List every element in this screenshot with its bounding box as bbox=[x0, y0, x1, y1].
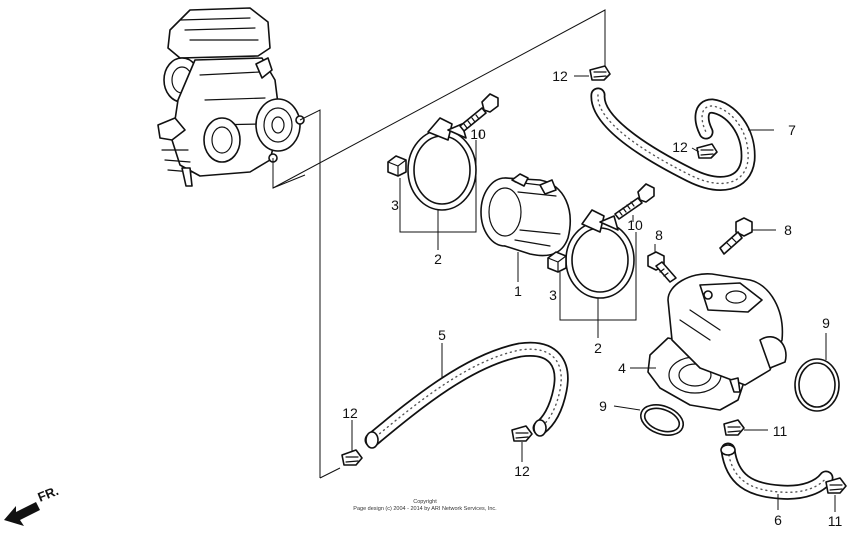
callout-1: 1 bbox=[514, 283, 522, 299]
front-arrow-icon: FR. bbox=[4, 483, 61, 526]
callout-4: 4 bbox=[618, 360, 626, 376]
screw-10-left bbox=[459, 93, 499, 132]
callout-3-right: 3 bbox=[549, 287, 557, 303]
callout-8-left: 8 bbox=[655, 227, 663, 243]
bolt-8-right bbox=[719, 217, 753, 255]
band-clamp-2-left bbox=[407, 117, 477, 211]
o-ring-9-right bbox=[794, 358, 840, 412]
hose-5 bbox=[364, 341, 569, 449]
callout-11-top: 11 bbox=[773, 423, 788, 439]
callout-12-left: 12 bbox=[342, 405, 358, 421]
callout-labels: 12 12 7 10 10 8 8 3 2 1 3 2 5 4 9 9 11 1… bbox=[342, 68, 842, 529]
callout-11-bottom: 11 bbox=[828, 513, 843, 529]
bolt-8-left bbox=[647, 251, 677, 283]
intake-manifold-4 bbox=[647, 273, 787, 411]
hose-7 bbox=[590, 87, 756, 191]
callout-9-right: 9 bbox=[822, 315, 830, 331]
clip-12-top bbox=[589, 65, 611, 81]
copyright-line-1: Copyright bbox=[413, 499, 437, 505]
clip-11-bottom bbox=[825, 477, 847, 494]
callout-7: 7 bbox=[788, 122, 796, 138]
callout-10-left: 10 bbox=[470, 126, 486, 142]
callout-10-right: 10 bbox=[627, 217, 643, 233]
callout-12-bottom: 12 bbox=[514, 463, 530, 479]
callout-5: 5 bbox=[438, 327, 446, 343]
callout-leaders bbox=[351, 75, 836, 512]
callout-2-right: 2 bbox=[594, 340, 602, 356]
callout-9-left: 9 bbox=[599, 398, 607, 414]
direction-label: FR. bbox=[36, 483, 61, 505]
clip-12-bottom bbox=[511, 425, 533, 442]
callout-12-mid: 12 bbox=[672, 139, 688, 155]
copyright-line-2: Page design (c) 2004 - 2014 by ARI Netwo… bbox=[353, 506, 497, 512]
clip-12-left bbox=[341, 449, 363, 466]
callout-2-left: 2 bbox=[434, 251, 442, 267]
copyright-notice: Copyright Page design (c) 2004 - 2014 by… bbox=[353, 499, 497, 512]
o-ring-9-left bbox=[639, 404, 685, 436]
callout-6: 6 bbox=[774, 512, 782, 528]
screw-10-right bbox=[614, 183, 655, 220]
callout-8-right: 8 bbox=[784, 222, 792, 238]
band-clamp-2-right bbox=[565, 209, 635, 299]
callout-3-left: 3 bbox=[391, 197, 399, 213]
clip-11-top bbox=[723, 419, 745, 436]
carburetor-assembly bbox=[157, 7, 305, 187]
clip-12-mid bbox=[696, 143, 718, 159]
nut-3-right bbox=[547, 251, 567, 273]
nut-3-left bbox=[387, 155, 407, 177]
hose-6 bbox=[720, 442, 834, 500]
insulator-1 bbox=[480, 173, 571, 257]
callout-12-top: 12 bbox=[552, 68, 568, 84]
reference-lines bbox=[272, 9, 606, 479]
